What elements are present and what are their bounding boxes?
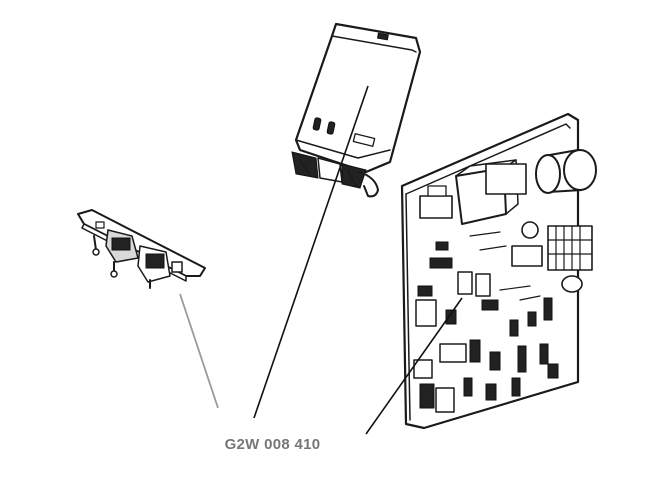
leader-line-cover (253, 85, 369, 419)
heatsink-fins (547, 225, 593, 271)
control-board (400, 112, 597, 430)
leader-line-board (365, 297, 463, 435)
leader-line-connector (179, 293, 219, 409)
module-cover (291, 22, 422, 198)
part-number-label: G2W 008 410 (224, 436, 321, 453)
connector-plate (77, 209, 206, 289)
